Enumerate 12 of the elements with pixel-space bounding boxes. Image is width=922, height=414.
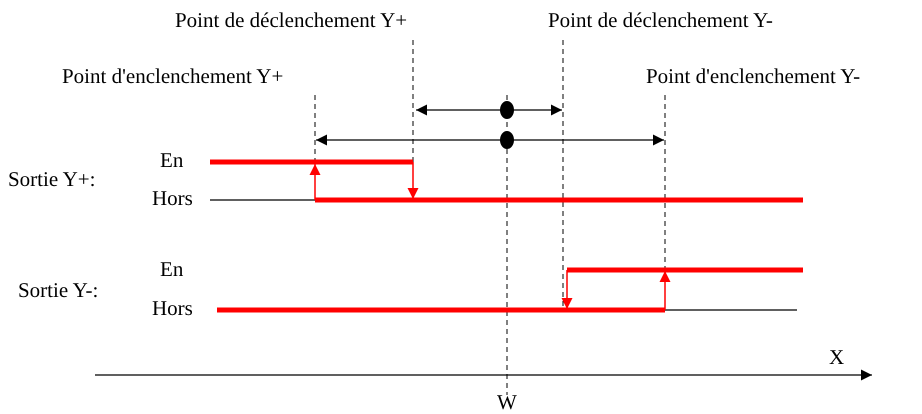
state-label: En <box>160 150 184 171</box>
point-label: Point de déclenchement Y+ <box>175 10 408 31</box>
output-label: Sortie Y-: <box>18 280 98 301</box>
point-label: Point de déclenchement Y- <box>548 10 773 31</box>
point-label: Point d'enclenchement Y- <box>646 66 860 87</box>
axis-label: W <box>497 392 517 413</box>
state-label: Hors <box>152 298 193 319</box>
output-label: Sortie Y+: <box>8 169 96 190</box>
point-label: Point d'enclenchement Y+ <box>62 66 284 87</box>
axis-label: X <box>829 347 844 368</box>
state-label: Hors <box>152 188 193 209</box>
state-label: En <box>160 259 184 280</box>
